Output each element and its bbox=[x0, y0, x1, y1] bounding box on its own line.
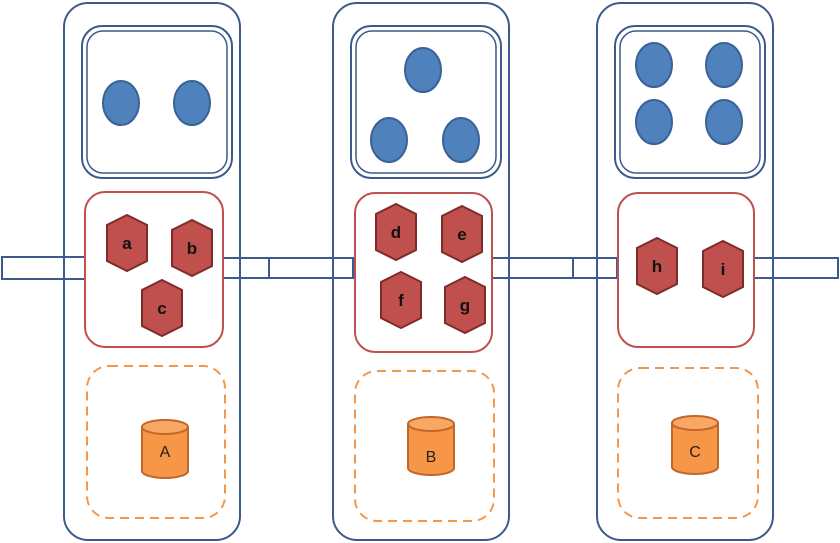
top-box-inner bbox=[619, 30, 761, 174]
node-circle bbox=[705, 99, 743, 145]
hex-node bbox=[636, 236, 678, 296]
database-icon bbox=[141, 419, 189, 479]
node-circle bbox=[370, 117, 408, 163]
database-icon bbox=[407, 416, 455, 476]
bottom-box bbox=[617, 367, 759, 519]
hex-node bbox=[141, 278, 183, 338]
column-frame bbox=[63, 2, 241, 541]
hex-node bbox=[171, 218, 213, 278]
hex-label: c bbox=[157, 299, 166, 318]
top-box-outer bbox=[81, 25, 233, 179]
hex-label: a bbox=[122, 234, 132, 253]
hex-node bbox=[375, 202, 417, 262]
connector-left bbox=[1, 256, 87, 280]
hex-node bbox=[380, 270, 422, 330]
hex-node bbox=[444, 275, 486, 335]
database-label: A bbox=[160, 444, 171, 461]
node-circle bbox=[404, 47, 442, 93]
hex-node bbox=[106, 213, 148, 273]
top-box-inner bbox=[355, 30, 497, 174]
hex-label: h bbox=[652, 257, 662, 276]
column-frame bbox=[596, 2, 774, 541]
node-circle bbox=[442, 117, 480, 163]
column-3: h i C bbox=[596, 2, 774, 541]
connector-1-2b bbox=[268, 257, 354, 279]
top-box-outer bbox=[614, 25, 766, 179]
bottom-box bbox=[86, 365, 226, 519]
column-1: a b c A bbox=[63, 2, 241, 541]
top-box-inner bbox=[86, 30, 228, 174]
connector-2-3b bbox=[572, 257, 618, 279]
column-frame bbox=[332, 2, 510, 541]
connector-right bbox=[753, 257, 839, 279]
column-2: d e f g B bbox=[332, 2, 510, 541]
node-circle bbox=[102, 80, 140, 126]
hex-label: f bbox=[398, 291, 404, 310]
node-circle bbox=[635, 42, 673, 88]
hex-label: b bbox=[187, 239, 197, 258]
middle-box bbox=[617, 192, 755, 348]
hex-node bbox=[441, 204, 483, 264]
hex-label: i bbox=[721, 260, 726, 279]
hex-label: d bbox=[391, 223, 401, 242]
node-circle bbox=[635, 99, 673, 145]
node-circle bbox=[705, 42, 743, 88]
database-label: C bbox=[689, 444, 701, 461]
hex-node bbox=[702, 239, 744, 299]
hex-label: g bbox=[460, 296, 470, 315]
connector-1-2 bbox=[222, 257, 270, 279]
database-label: B bbox=[426, 449, 437, 466]
bottom-box bbox=[354, 370, 495, 522]
connector-2-3 bbox=[490, 257, 574, 279]
top-box-outer bbox=[350, 25, 502, 179]
hex-label: e bbox=[457, 225, 466, 244]
node-circle bbox=[173, 80, 211, 126]
database-icon bbox=[671, 415, 719, 475]
